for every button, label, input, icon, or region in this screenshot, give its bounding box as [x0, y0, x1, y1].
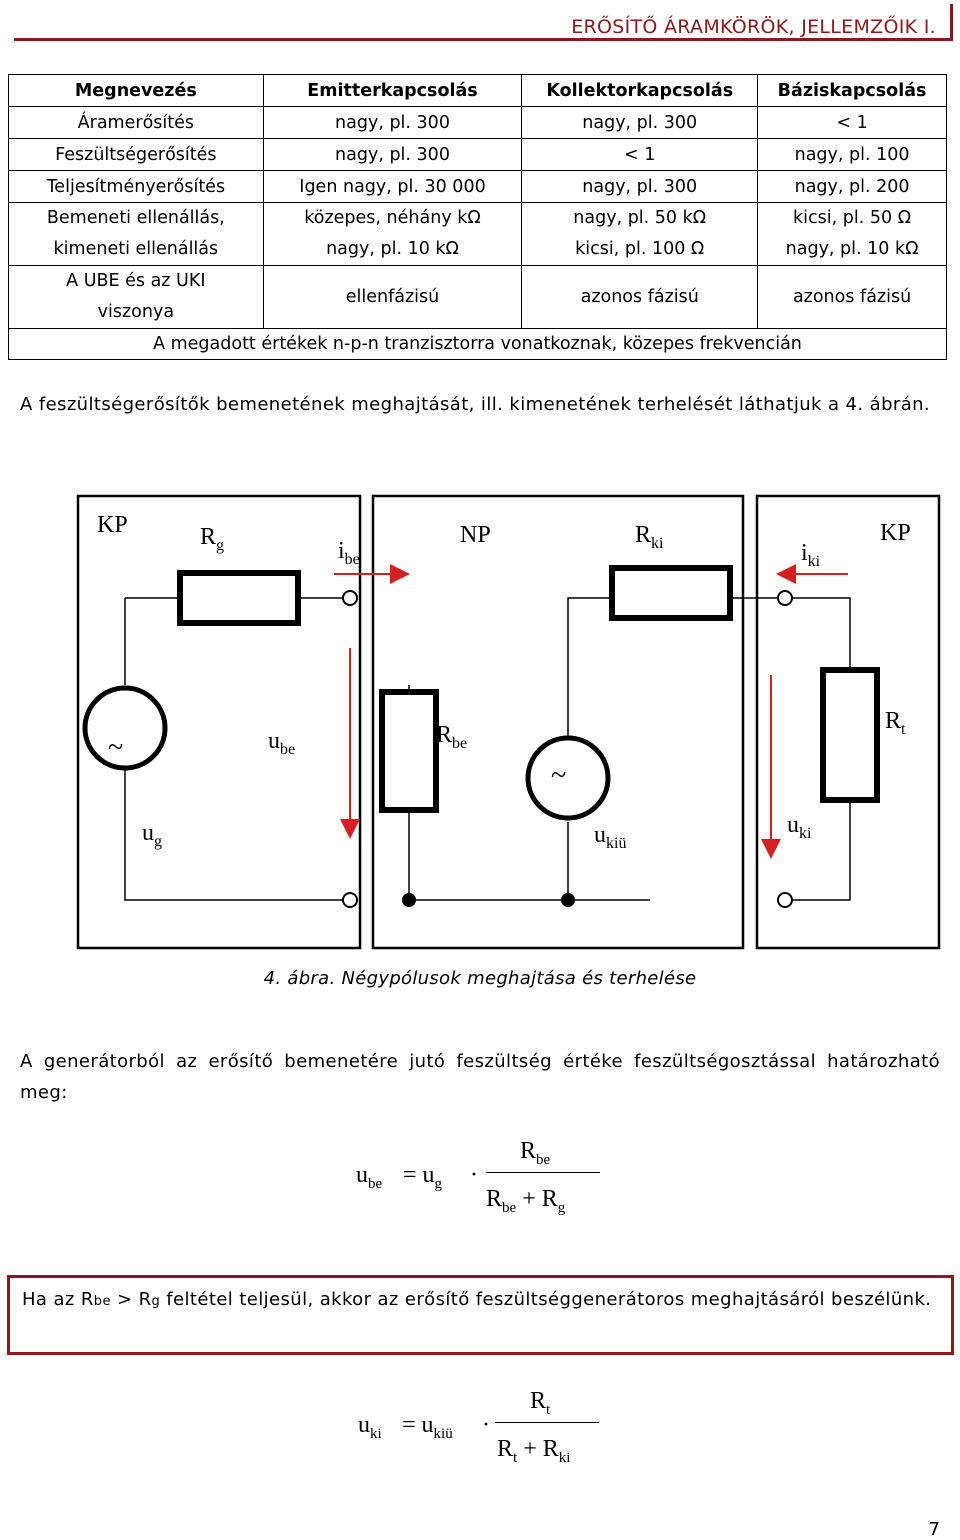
page-header: ERŐSÍTŐ ÁRAMKÖRÖK, JELLEMZŐIK I. — [14, 4, 953, 41]
cell-line: kimeneti ellenállás — [53, 239, 219, 259]
table-row-resistance: Bemeneti ellenállás,kimeneti ellenállás … — [8, 202, 947, 266]
table-cell: Áramerősítés — [8, 106, 264, 139]
formula-denominator: Rt + Rki — [497, 1436, 571, 1466]
highlight-text: Ha az Rbe > Rg feltétel teljesül, akkor … — [22, 1289, 932, 1310]
table-cell: azonos fázisú — [521, 265, 759, 329]
table-header-cell: Emitterkapcsolás — [262, 74, 523, 107]
table-cell: nagy, pl. 50 kΩ kicsi, pl. 100 Ω — [521, 202, 759, 266]
table-header-row: Megnevezés Emitterkapcsolás Kollektorkap… — [8, 74, 947, 107]
resistor-rg — [177, 570, 301, 626]
generator-ukiu — [525, 735, 611, 821]
formula-lhs: ube — [356, 1162, 383, 1192]
cell-line: Bemeneti ellenállás, — [46, 208, 225, 228]
formula-numerator: Rbe — [520, 1138, 551, 1168]
table-header-cell: Báziskapcsolás — [757, 74, 947, 107]
right-frame — [755, 494, 941, 950]
page-number: 7 — [928, 1519, 940, 1540]
comparison-table: Megnevezés Emitterkapcsolás Kollektorkap… — [8, 74, 947, 360]
terminal-left-bottom — [342, 892, 358, 908]
label-kp-left: KP — [97, 512, 128, 538]
table-cell: Teljesítményerősítés — [8, 170, 264, 203]
cell-line: közepes, néhány kΩ — [304, 208, 481, 228]
table-note: A megadott értékek n-p-n tranzisztorra v… — [8, 328, 947, 360]
label-np: NP — [460, 522, 491, 548]
formula-lhs: uki — [358, 1412, 382, 1442]
table-cell: kicsi, pl. 50 Ω nagy, pl. 10 kΩ — [757, 202, 947, 266]
terminal-left-top — [342, 590, 358, 606]
label-rg: Rg — [200, 524, 224, 554]
table-note-row: A megadott értékek n-p-n tranzisztorra v… — [8, 328, 947, 360]
tilde-ug: ~ — [108, 732, 123, 763]
cell-line: nagy, pl. 50 kΩ — [573, 208, 707, 228]
generator-ug — [82, 685, 168, 771]
table-cell: A UBE és az UKI viszonya — [8, 265, 264, 329]
header-title: ERŐSÍTŐ ÁRAMKÖRÖK, JELLEMZŐIK I. — [571, 16, 936, 38]
label-kp-right: KP — [880, 520, 911, 546]
table-header-cell: Kollektorkapcsolás — [521, 74, 759, 107]
paragraph-intro: A feszültségerősítők bemenetének meghajt… — [20, 394, 931, 415]
cell-line: kicsi, pl. 100 Ω — [575, 239, 705, 259]
resistor-rbe — [379, 689, 439, 813]
table-row-phase: A UBE és az UKI viszonya ellenfázisú azon… — [8, 265, 947, 329]
label-rki: Rki — [635, 522, 664, 552]
resistor-rki — [609, 565, 733, 621]
label-ube: ube — [268, 728, 295, 758]
table-cell: nagy, pl. 300 — [521, 170, 759, 203]
formula-denominator: Rbe + Rg — [486, 1186, 566, 1216]
label-ukiu: ukiü — [594, 822, 626, 852]
table-header-cell: Megnevezés — [8, 74, 264, 107]
figure-caption: 4. ábra. Négypólusok meghajtása és terhe… — [263, 968, 697, 989]
circuit-figure: KP Rg ibe NP Rki iki KP ube Rbe Rt ug uk… — [76, 494, 941, 950]
table-row: Áramerősítés nagy, pl. 300 nagy, pl. 300… — [8, 106, 947, 139]
cell-line: nagy, pl. 10 kΩ — [326, 239, 459, 259]
tilde-ukiu: ~ — [551, 760, 566, 791]
left-wire — [124, 597, 350, 901]
table-cell: < 1 — [521, 138, 759, 171]
label-ug: ug — [142, 820, 162, 850]
formula-dot: · — [470, 1162, 478, 1188]
table-cell: nagy, pl. 300 — [262, 106, 523, 139]
middle-frame — [371, 494, 745, 950]
cell-line: viszonya — [97, 302, 175, 322]
right-wire — [785, 597, 851, 901]
table-cell: Bemeneti ellenállás, kimeneti ellenállás — [8, 202, 264, 266]
cell-line: kicsi, pl. 50 Ω — [793, 208, 912, 228]
resistor-rt — [820, 667, 880, 803]
table-cell: nagy, pl. 100 — [757, 138, 947, 171]
table-row: Teljesítményerősítés Igen nagy, pl. 30 0… — [8, 170, 947, 203]
fraction-bar — [486, 1172, 600, 1173]
table-cell: nagy, pl. 300 — [521, 106, 759, 139]
highlight-box: Ha az Rbe > Rg feltétel teljesül, akkor … — [7, 1275, 954, 1355]
terminal-right-bottom — [777, 892, 793, 908]
table-cell: < 1 — [757, 106, 947, 139]
left-frame — [76, 494, 362, 950]
table-cell: Feszültségerősítés — [8, 138, 264, 171]
cell-line: nagy, pl. 10 kΩ — [785, 239, 919, 259]
table-row: Feszültségerősítés nagy, pl. 300 < 1 nag… — [8, 138, 947, 171]
formula-eq: = ukiü — [402, 1412, 453, 1442]
paragraph-divider: A generátorból az erősítő bemenetére jut… — [20, 1051, 940, 1103]
middle-wire — [408, 597, 785, 901]
table-cell: ellenfázisú — [262, 265, 523, 329]
label-ibe: ibe — [338, 538, 360, 568]
table-cell: nagy, pl. 300 — [262, 138, 523, 171]
formula-numerator: Rt — [530, 1388, 551, 1418]
cell-line: A UBE és az UKI — [66, 271, 206, 291]
table-cell: azonos fázisú — [757, 265, 947, 329]
terminal-right-top — [777, 590, 793, 606]
table-cell: közepes, néhány kΩ nagy, pl. 10 kΩ — [262, 202, 523, 266]
terminal-mid-left-bottom — [402, 893, 416, 907]
fraction-bar — [495, 1422, 599, 1423]
formula-dot: · — [482, 1412, 490, 1438]
table-cell: nagy, pl. 200 — [757, 170, 947, 203]
label-rt: Rt — [885, 708, 906, 738]
formula-eq: = ug — [403, 1162, 443, 1192]
label-rbe: Rbe — [436, 722, 467, 752]
terminal-mid-right-bottom — [561, 893, 575, 907]
label-iki: iki — [801, 540, 821, 570]
table-cell: Igen nagy, pl. 30 000 — [262, 170, 523, 203]
label-uki: uki — [787, 812, 812, 842]
